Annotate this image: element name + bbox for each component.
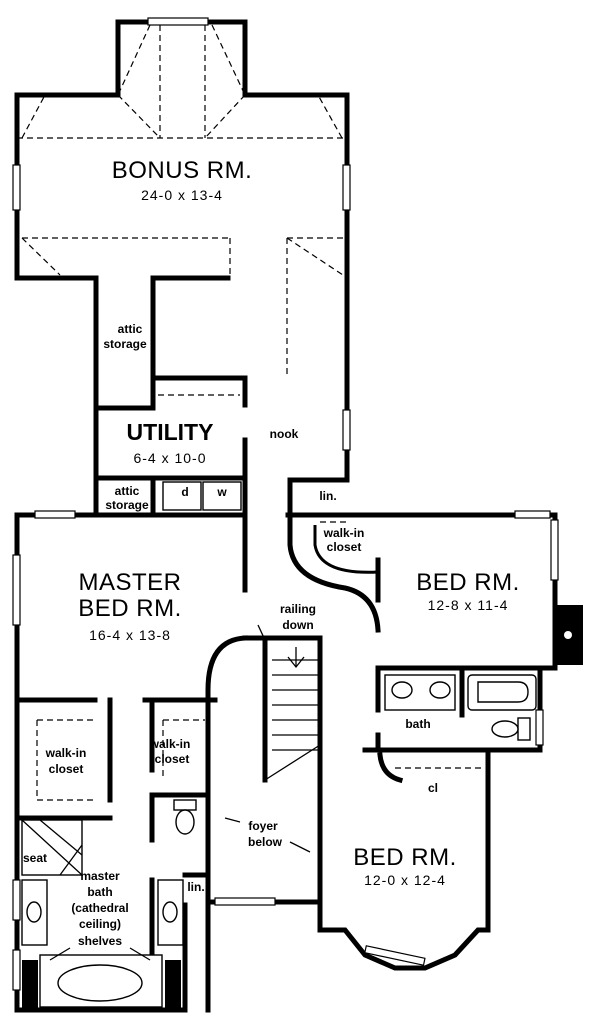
exterior-walls: [14, 19, 583, 1013]
master-bedroom-name-1: MASTER: [78, 569, 181, 596]
master-bedroom-size: 16-4 x 13-8: [89, 627, 171, 643]
washer-label: w: [216, 485, 227, 499]
attic-storage-upper-label: attic: [118, 322, 143, 336]
walkin-master-1-label: walk-in: [45, 746, 87, 760]
bedroom-1-name: BED RM.: [416, 569, 520, 596]
ceiling-lines: [17, 24, 485, 801]
linen-label-lower: lin.: [187, 880, 204, 894]
linen-label-upper: lin.: [319, 489, 336, 503]
railing-down-label: down: [282, 618, 313, 632]
foyer-label: foyer: [248, 819, 278, 833]
attic-storage-lower-label-2: storage: [105, 498, 149, 512]
nook-label: nook: [270, 427, 299, 441]
utility-name: UTILITY: [127, 419, 214, 445]
bedroom-1-size: 12-8 x 11-4: [428, 597, 509, 613]
utility-size: 6-4 x 10-0: [133, 450, 206, 466]
railing-label: railing: [280, 602, 316, 616]
stairs: [257, 624, 321, 781]
bonus-room-size: 24-0 x 13-4: [141, 187, 223, 203]
bedroom-2-size: 12-0 x 12-4: [364, 872, 446, 888]
windows: [12, 17, 559, 991]
seat-label: seat: [23, 851, 47, 865]
dryer-label: d: [181, 485, 188, 499]
walkin-bed-label-2: closet: [327, 540, 362, 554]
walkin-master-2-label: walk-in: [149, 737, 191, 751]
master-bath-label-1: master: [80, 869, 120, 883]
master-bath-label-2: bath: [87, 885, 112, 899]
closet-label: cl: [428, 781, 438, 795]
bonus-room-name: BONUS RM.: [112, 157, 253, 184]
fixtures: [21, 481, 537, 1008]
master-bath-label-3: (cathedral: [71, 901, 128, 915]
room-labels: BONUS RM. 24-0 x 13-4 attic storage UTIL…: [23, 157, 520, 961]
bath-label: bath: [405, 717, 430, 731]
shelves-label: shelves: [78, 934, 122, 948]
attic-storage-upper-label-2: storage: [103, 337, 147, 351]
walkin-bed-label: walk-in: [323, 526, 365, 540]
master-bedroom-name-2: BED RM.: [78, 595, 182, 622]
walkin-master-1-label-2: closet: [49, 762, 84, 776]
attic-storage-lower-label: attic: [115, 484, 140, 498]
walkin-master-2-label-2: closet: [155, 752, 190, 766]
foyer-below-label: below: [248, 835, 283, 849]
bedroom-2-name: BED RM.: [353, 844, 457, 871]
master-bath-label-4: ceiling): [79, 917, 121, 931]
